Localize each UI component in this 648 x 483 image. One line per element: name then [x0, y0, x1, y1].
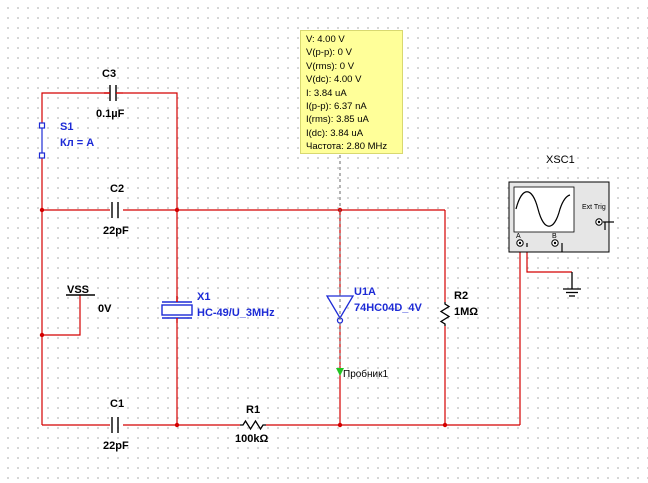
capacitor-c3[interactable] — [104, 85, 123, 101]
vss-value-label: 0V — [98, 303, 112, 315]
r1-value-label: 100kΩ — [235, 433, 269, 445]
probe-voltage-rms: V(rms): 0 V — [306, 60, 355, 72]
s1-key-label: Кл = A — [60, 137, 95, 149]
resistor-r1[interactable] — [240, 419, 266, 431]
probe-readout-panel: V: 4.00 V V(p-p): 0 V V(rms): 0 V V(dc):… — [300, 30, 403, 154]
junctions — [39, 207, 448, 428]
probe-voltage-dc: V(dc): 4.00 V — [306, 74, 362, 86]
probe-current: I: 3.84 uA — [306, 87, 347, 99]
scope-waveform — [515, 191, 571, 227]
c1-ref-label: C1 — [110, 398, 125, 410]
x1-ref-label: X1 — [197, 291, 211, 303]
switch-s1[interactable] — [38, 122, 46, 159]
c3-value-label: 0.1µF — [96, 108, 125, 120]
ground-symbol — [563, 272, 581, 297]
probe-current-rms: I(rms): 3.85 uA — [306, 114, 369, 126]
c3-ref-label: C3 — [102, 68, 117, 80]
capacitor-c2[interactable] — [111, 202, 119, 218]
probe-frequency: Частота: 2.80 MHz — [306, 141, 388, 153]
probe-current-pp: I(p-p): 6.37 nA — [306, 101, 367, 113]
r2-ref-label: R2 — [454, 290, 469, 302]
capacitor-c1[interactable] — [111, 417, 119, 433]
c2-ref-label: C2 — [110, 183, 125, 195]
channel-b-label: B — [552, 233, 557, 240]
channel-a-label: A — [516, 233, 521, 240]
probe-voltage: V: 4.00 V — [306, 34, 345, 45]
c1-value-label: 22pF — [103, 440, 129, 452]
vss-ref-label: VSS — [67, 284, 90, 296]
probe-voltage-pp: V(p-p): 0 V — [306, 47, 352, 59]
x1-value-label: HC-49/U_3MHz — [197, 307, 275, 319]
u1a-ref-label: U1A — [354, 286, 377, 298]
r1-ref-label: R1 — [246, 404, 261, 416]
r2-value-label: 1MΩ — [454, 306, 479, 318]
crystal-x1[interactable] — [161, 296, 193, 323]
s1-ref-label: S1 — [60, 121, 74, 133]
xsc1-ref-label: XSC1 — [546, 154, 575, 166]
ext-trig-label: Ext Trig — [582, 204, 606, 211]
oscilloscope-xsc1[interactable] — [508, 181, 614, 253]
probe-label: Пробник1 — [343, 369, 389, 380]
probe-current-dc: I(dc): 3.84 uA — [306, 127, 364, 139]
u1a-value-label: 74HC04D_4V — [354, 302, 422, 314]
c2-value-label: 22pF — [103, 225, 129, 237]
resistor-r2[interactable] — [439, 302, 451, 326]
probe-marker[interactable] — [336, 155, 344, 376]
